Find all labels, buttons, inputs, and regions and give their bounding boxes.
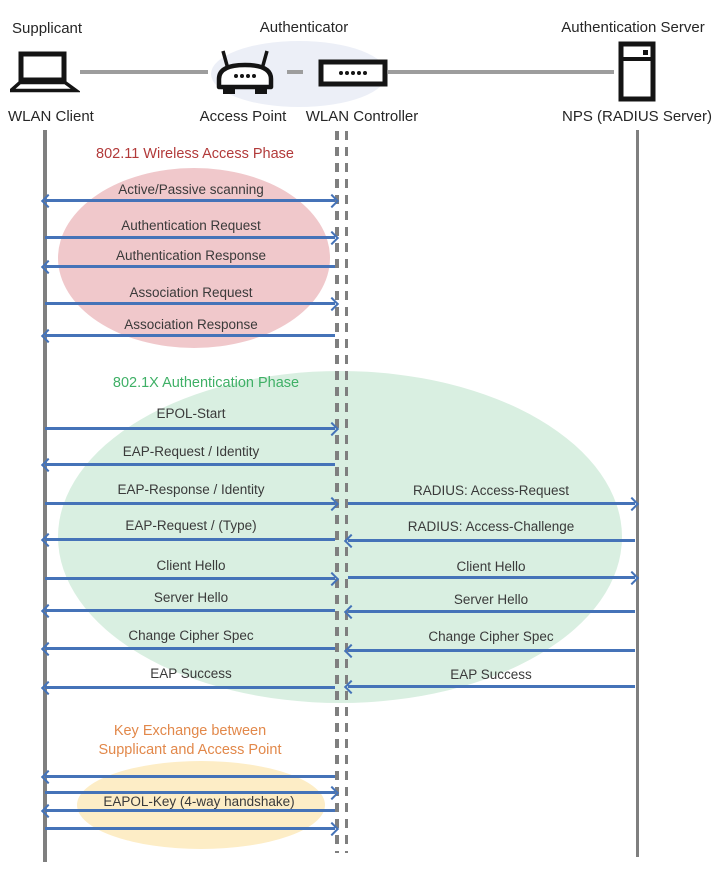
message-arrow — [45, 827, 335, 830]
device-label-wlan-client: WLAN Client — [8, 108, 94, 125]
message-arrow — [45, 502, 335, 505]
message-arrow — [348, 502, 635, 505]
device-label-nps: NPS (RADIUS Server) — [561, 108, 713, 125]
message-label: EAP Success — [150, 666, 232, 681]
message-arrow — [45, 647, 335, 650]
phase1-title: 802.11 Wireless Access Phase — [96, 146, 294, 162]
message-arrow — [348, 610, 635, 613]
laptop-icon — [10, 51, 80, 93]
message-arrow — [45, 334, 335, 337]
message-label: Association Response — [124, 317, 258, 332]
connector-ap-controller — [287, 70, 303, 74]
message-arrow — [45, 538, 335, 541]
message-label: EAP Success — [450, 667, 532, 682]
message-label: Client Hello — [456, 559, 526, 574]
message-label: EAPOL-Key (4-way handshake) — [103, 794, 295, 809]
message-label: Authentication Response — [115, 248, 267, 263]
message-arrow — [45, 236, 335, 239]
lifeline-wlan-controller-left — [335, 131, 339, 853]
message-arrow — [348, 649, 635, 652]
message-arrow — [45, 791, 335, 794]
role-label-authentication-server: Authentication Server — [561, 19, 705, 36]
phase3-title-line2: Supplicant and Access Point — [98, 742, 282, 758]
message-label: RADIUS: Access-Request — [412, 483, 570, 498]
message-arrow — [45, 463, 335, 466]
message-label: EAP-Request / Identity — [122, 444, 260, 459]
message-arrow — [348, 539, 635, 542]
message-arrow — [348, 576, 635, 579]
wireless-router-icon — [216, 50, 274, 94]
message-arrow — [45, 577, 335, 580]
message-label: Change Cipher Spec — [428, 629, 554, 644]
message-label: Server Hello — [453, 592, 529, 607]
message-label: EAP-Request / (Type) — [125, 518, 257, 533]
message-label: Change Cipher Spec — [128, 628, 254, 643]
device-label-access-point: Access Point — [199, 108, 287, 125]
server-icon — [618, 41, 656, 102]
message-arrow — [45, 609, 335, 612]
phase3-title-line1: Key Exchange between — [113, 723, 267, 739]
message-label: Server Hello — [153, 590, 229, 605]
lifeline-nps-server — [635, 130, 639, 857]
device-label-wlan-controller: WLAN Controller — [305, 108, 419, 125]
message-label: EAP-Response / Identity — [117, 482, 265, 497]
message-arrow — [45, 265, 335, 268]
lifeline-wlan-controller-right — [344, 131, 348, 853]
message-arrow — [45, 302, 335, 305]
phase3-title: Key Exchange between Supplicant and Acce… — [99, 722, 282, 760]
phase2-ellipse — [58, 371, 622, 703]
message-label: RADIUS: Access-Challenge — [407, 519, 575, 534]
message-label: Client Hello — [156, 558, 226, 573]
message-label: Authentication Request — [121, 218, 261, 233]
lifeline-wlan-client — [43, 130, 47, 862]
role-label-supplicant: Supplicant — [12, 20, 83, 37]
connector-controller-server — [388, 70, 614, 74]
message-arrow — [45, 809, 335, 812]
network-switch-icon — [318, 59, 388, 87]
message-label: Association Request — [129, 285, 253, 300]
message-label: EPOL-Start — [156, 406, 226, 421]
role-label-authenticator: Authenticator — [259, 19, 349, 36]
message-arrow — [45, 427, 335, 430]
message-label: Active/Passive scanning — [118, 182, 264, 197]
phase1-ellipse — [58, 168, 330, 348]
message-arrow — [45, 686, 335, 689]
connector-client-ap — [80, 70, 208, 74]
message-arrow — [348, 685, 635, 688]
phase2-title: 802.1X Authentication Phase — [112, 375, 300, 391]
message-arrow — [45, 199, 335, 202]
message-arrow — [45, 775, 335, 778]
